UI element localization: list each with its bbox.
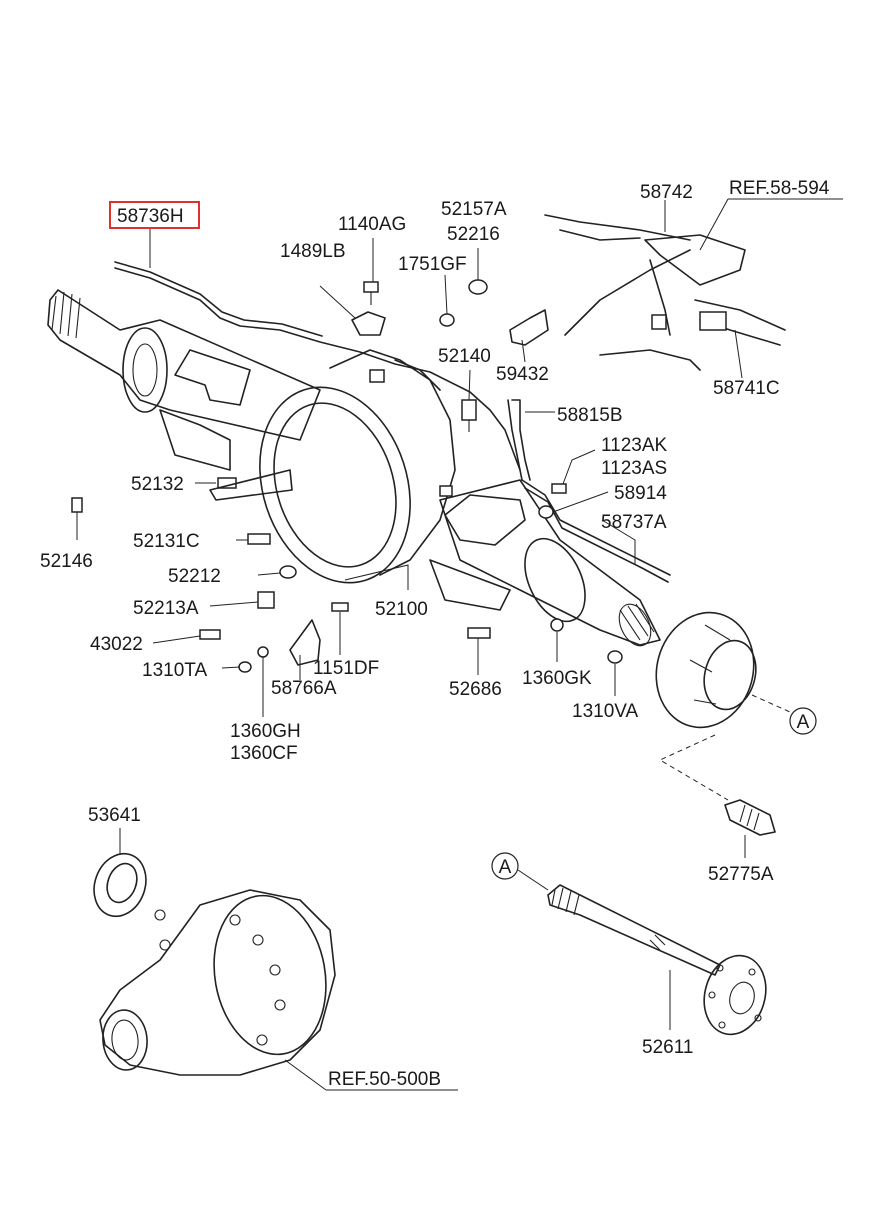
- label-52775a[interactable]: 52775A: [708, 864, 774, 885]
- clip-1489lb: [351, 311, 386, 336]
- label-52216[interactable]: 52216: [447, 224, 500, 245]
- pin-52146: [71, 497, 83, 513]
- callout-a-2[interactable]: A: [499, 857, 512, 878]
- label-58766a[interactable]: 58766A: [271, 678, 337, 699]
- label-58737a[interactable]: 58737A: [601, 512, 667, 533]
- nut-1310va: [607, 650, 623, 664]
- label-52611[interactable]: 52611: [642, 1037, 693, 1058]
- bolt-52686: [467, 627, 491, 639]
- fastener-52157a: [468, 279, 488, 295]
- bolt-52131c: [247, 533, 271, 545]
- bolt-1123ak: [551, 483, 567, 494]
- label-58742[interactable]: 58742: [640, 182, 693, 203]
- washer-1360gh: [257, 646, 269, 658]
- nut-1310ta: [238, 661, 252, 673]
- label-1489lb[interactable]: 1489LB: [280, 241, 346, 262]
- label-1360gk[interactable]: 1360GK: [522, 668, 592, 689]
- highlight-box-58736h: [109, 201, 200, 229]
- label-52132[interactable]: 52132: [131, 474, 184, 495]
- washer-1360gk: [550, 618, 564, 632]
- label-58741c[interactable]: 58741C: [713, 378, 780, 399]
- label-1140ag[interactable]: 1140AG: [338, 214, 406, 235]
- hub-flange-plate: [655, 611, 757, 729]
- label-1123ak[interactable]: 1123AK: [601, 435, 668, 456]
- label-1151df[interactable]: 1151DF: [313, 658, 379, 679]
- label-59432[interactable]: 59432: [496, 364, 549, 385]
- label-52213a[interactable]: 52213A: [133, 598, 199, 619]
- plug-52213a: [257, 591, 275, 609]
- differential-carrier: [99, 889, 336, 1076]
- axle-housing-52100: [47, 289, 661, 647]
- callout-a-1[interactable]: A: [797, 712, 810, 733]
- label-58815b[interactable]: 58815B: [557, 405, 623, 426]
- label-52686[interactable]: 52686: [449, 679, 502, 700]
- hub-bolt-52775a: [724, 799, 776, 836]
- bolt-52132: [209, 469, 293, 501]
- label-58914[interactable]: 58914: [614, 483, 667, 504]
- parking-brake-assembly: [544, 214, 786, 371]
- label-52212[interactable]: 52212: [168, 566, 221, 587]
- label-52140[interactable]: 52140: [438, 346, 491, 367]
- callout-a-circle-1: [789, 707, 817, 735]
- label-52146[interactable]: 52146: [40, 551, 93, 572]
- label-1310va[interactable]: 1310VA: [572, 701, 639, 722]
- label-1360cf[interactable]: 1360CF: [230, 743, 298, 764]
- label-58736h[interactable]: 58736H: [117, 206, 184, 227]
- label-ref-58-594[interactable]: REF.58-594: [729, 178, 830, 199]
- brake-hose-58815b: [507, 399, 531, 481]
- bearing-53641: [93, 852, 147, 918]
- callout-a-circle-2: [491, 852, 519, 880]
- bracket-59432: [509, 309, 549, 346]
- label-43022[interactable]: 43022: [90, 634, 143, 655]
- label-1310ta[interactable]: 1310TA: [142, 660, 207, 681]
- label-53641[interactable]: 53641: [88, 805, 141, 826]
- washer-52212: [279, 565, 297, 579]
- axle-shaft-52611: [547, 884, 767, 1036]
- label-1751gf[interactable]: 1751GF: [398, 254, 467, 275]
- label-1123as[interactable]: 1123AS: [601, 458, 667, 479]
- sensor-52140: [461, 399, 477, 432]
- label-52157a[interactable]: 52157A: [441, 199, 507, 220]
- label-52131c[interactable]: 52131C: [133, 531, 200, 552]
- bracket-58766a: [289, 619, 321, 666]
- nut-58914: [538, 505, 554, 519]
- fastener-1140ag: [363, 281, 379, 305]
- label-ref-50-500b[interactable]: REF.50-500B: [328, 1069, 441, 1090]
- label-52100[interactable]: 52100: [375, 599, 428, 620]
- pin-1151df: [331, 602, 349, 612]
- label-1360gh[interactable]: 1360GH: [230, 721, 301, 742]
- bolt-43022: [199, 629, 221, 640]
- brake-line-58736h: [114, 267, 521, 471]
- nut-1751gf: [439, 313, 455, 327]
